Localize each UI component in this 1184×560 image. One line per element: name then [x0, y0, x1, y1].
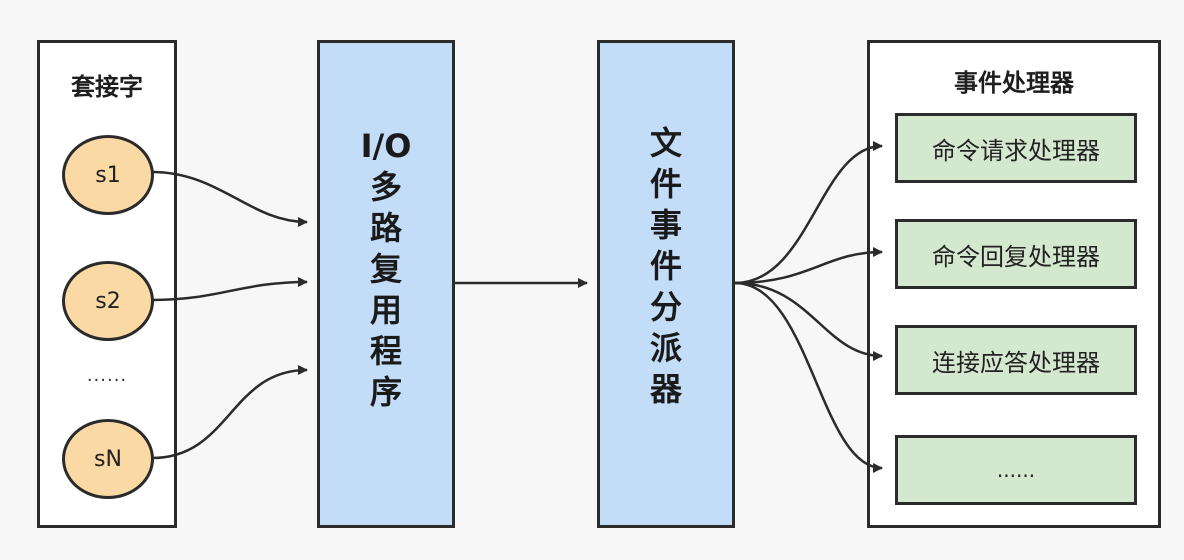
io-multiplexer-box: I/O 多 路 复 用 程 序	[317, 40, 455, 528]
socket-ellipsis: ......	[86, 365, 128, 386]
event-handlers-panel: 事件处理器 命令请求处理器 命令回复处理器 连接应答处理器 ......	[867, 40, 1161, 528]
socket-s2: s2	[62, 261, 154, 341]
io-label-line: 复	[369, 249, 402, 288]
dispatch-label-line: 事	[649, 205, 682, 244]
io-label-line: I/O	[360, 126, 412, 165]
dispatch-label-line: 派	[649, 328, 682, 367]
io-label-line: 程	[369, 331, 402, 370]
arrow-dispatcher-to-accept	[734, 281, 883, 361]
arrow-dispatcher-to-more	[734, 281, 883, 473]
io-label-line: 路	[369, 208, 402, 247]
handler-more: ......	[895, 435, 1137, 505]
handler-command-request: 命令请求处理器	[895, 113, 1137, 183]
socket-s1: s1	[62, 135, 154, 215]
dispatch-label-line: 分	[649, 287, 682, 326]
sockets-title: 套接字	[71, 73, 143, 101]
handler-command-reply: 命令回复处理器	[895, 219, 1137, 289]
dispatch-label-line: 器	[649, 369, 682, 408]
socket-sn: sN	[62, 419, 154, 499]
handler-connection-accept: 连接应答处理器	[895, 325, 1137, 395]
dispatch-label-line: 件	[649, 164, 682, 203]
arrow-dispatcher-to-request	[734, 141, 883, 285]
dispatch-label-line: 文	[649, 123, 682, 162]
io-label-line: 多	[369, 167, 402, 206]
io-label-line: 用	[369, 290, 402, 329]
dispatch-label-line: 件	[649, 246, 682, 285]
io-label-line: 序	[369, 372, 402, 411]
file-event-dispatcher-label: 文 件 事 件 分 派 器	[600, 43, 732, 525]
event-handlers-title: 事件处理器	[954, 69, 1074, 97]
arrow-dispatcher-to-reply	[734, 247, 883, 285]
file-event-dispatcher-box: 文 件 事 件 分 派 器	[597, 40, 735, 528]
io-multiplexer-label: I/O 多 路 复 用 程 序	[320, 43, 452, 525]
sockets-panel: 套接字 s1 s2 ...... sN	[37, 40, 177, 528]
